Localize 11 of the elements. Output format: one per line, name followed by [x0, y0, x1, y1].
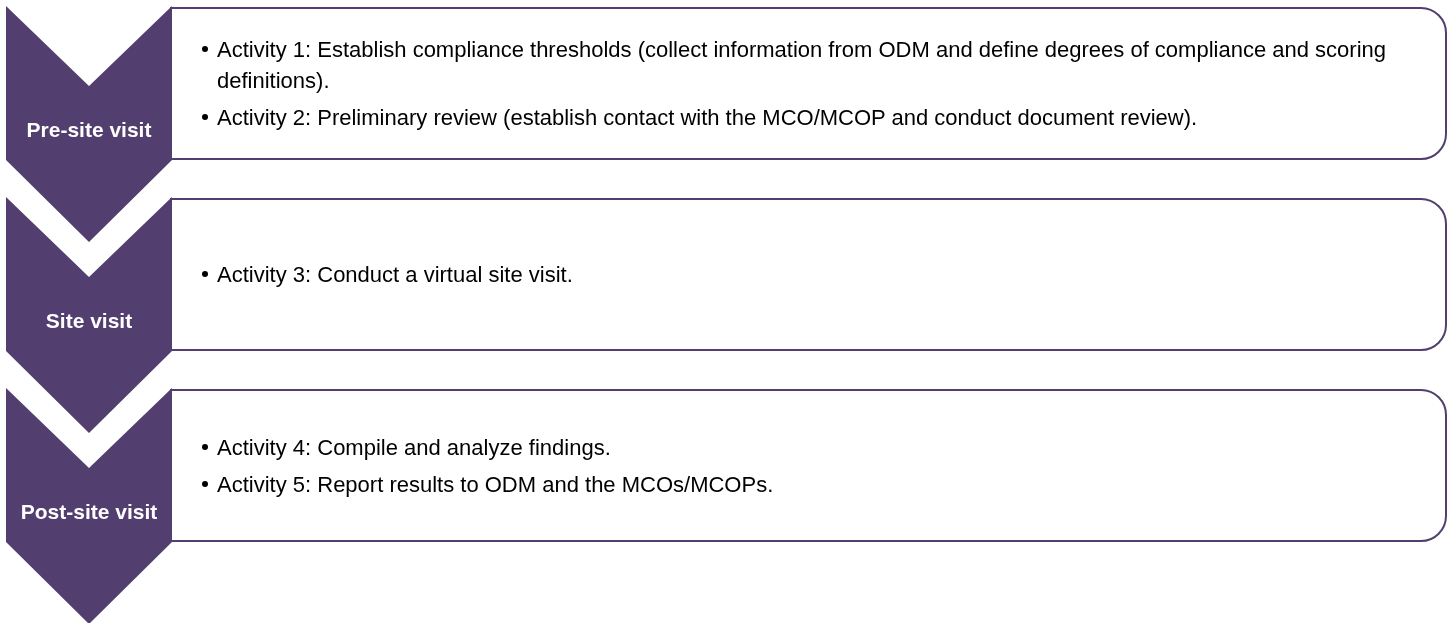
stage-label: Pre-site visit: [26, 116, 152, 143]
activity-text: Activity 3: Conduct a virtual site visit.: [217, 261, 573, 289]
activity-box: [170, 389, 1447, 542]
activity-text: Activity 4: Compile and analyze findings.: [217, 433, 611, 462]
activity-box: [170, 7, 1447, 160]
activity-box: [170, 198, 1447, 351]
stage-label: Site visit: [45, 307, 133, 334]
stage-label: Post-site visit: [20, 498, 158, 525]
activity-text: Activity 1: Establish compliance thresholds (collect information from ODM and define degrees of compliance and scoring definitions).: [217, 36, 1387, 95]
activity-text: Activity 2: Preliminary review (establish contact with the MCO/MCOP and conduct document review).: [217, 104, 1198, 132]
activity-text: Activity 5: Report results to ODM and the MCOs/MCOPs.: [217, 470, 774, 499]
